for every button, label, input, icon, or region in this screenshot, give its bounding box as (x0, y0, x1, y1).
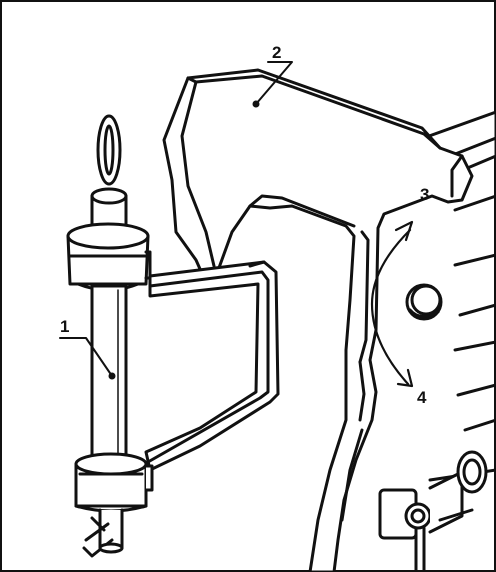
round-knob (405, 283, 443, 321)
motion-arrow (370, 220, 414, 388)
c-frame-arm (162, 68, 474, 572)
leader-2 (252, 61, 293, 108)
position-label-3: 3 (420, 185, 430, 204)
part-label-1: 1 (60, 317, 70, 336)
position-label-4: 4 (417, 388, 427, 407)
hinge-hardware (378, 450, 488, 572)
part-label-2: 2 (272, 43, 282, 62)
vertical-rod-assembly (66, 114, 154, 558)
lower-bracket (144, 260, 280, 472)
leader-1 (59, 337, 116, 380)
